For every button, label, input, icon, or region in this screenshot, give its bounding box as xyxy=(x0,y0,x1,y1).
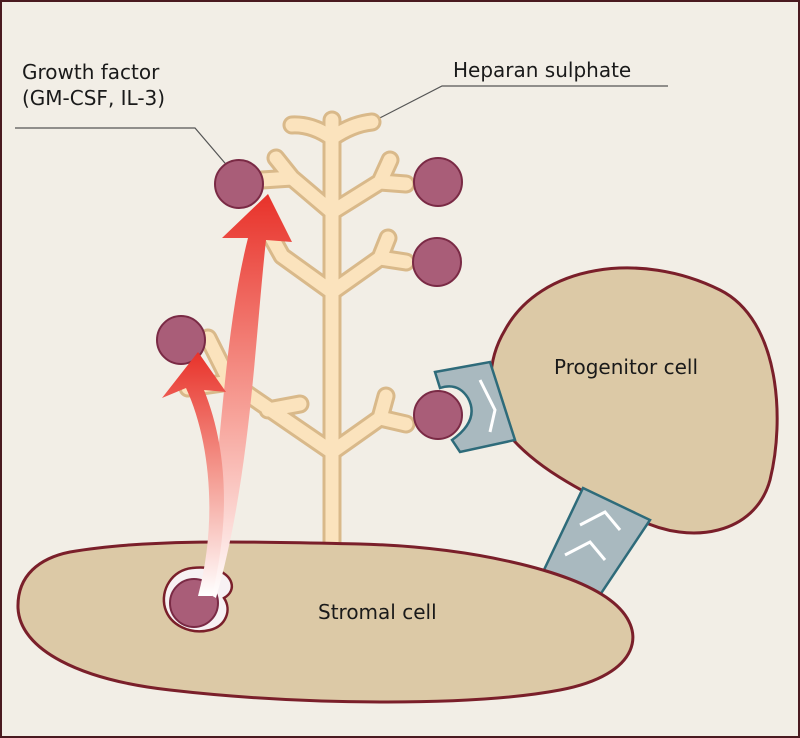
growth-factor-label-line1: Growth factor xyxy=(22,60,160,84)
heparan-leader xyxy=(371,85,668,123)
receptor-upper xyxy=(433,360,517,454)
growth-factor-bound-5 xyxy=(413,390,463,440)
stromal-cell-label: Stromal cell xyxy=(318,600,437,624)
growth-factor-bound-1 xyxy=(214,159,264,209)
growth-factor-label: Growth factor (GM-CSF, IL-3) xyxy=(22,60,165,110)
growth-factor-leader xyxy=(15,127,237,177)
growth-factor-bound-4 xyxy=(156,315,206,365)
heparan-sulphate-label: Heparan sulphate xyxy=(453,58,632,82)
heparan-sulphate-tree xyxy=(178,110,416,555)
growth-factor-label-line2: (GM-CSF, IL-3) xyxy=(22,86,166,110)
secretion-arrow-short xyxy=(162,352,226,596)
leader-lines xyxy=(15,85,668,177)
progenitor-cell xyxy=(489,266,779,535)
progenitor-cell-label: Progenitor cell xyxy=(554,355,699,379)
growth-factor-bound-2 xyxy=(413,157,463,207)
growth-factor-bound-3 xyxy=(412,237,462,287)
secretion-arrow-long xyxy=(202,194,292,598)
growth-factors xyxy=(156,157,463,628)
